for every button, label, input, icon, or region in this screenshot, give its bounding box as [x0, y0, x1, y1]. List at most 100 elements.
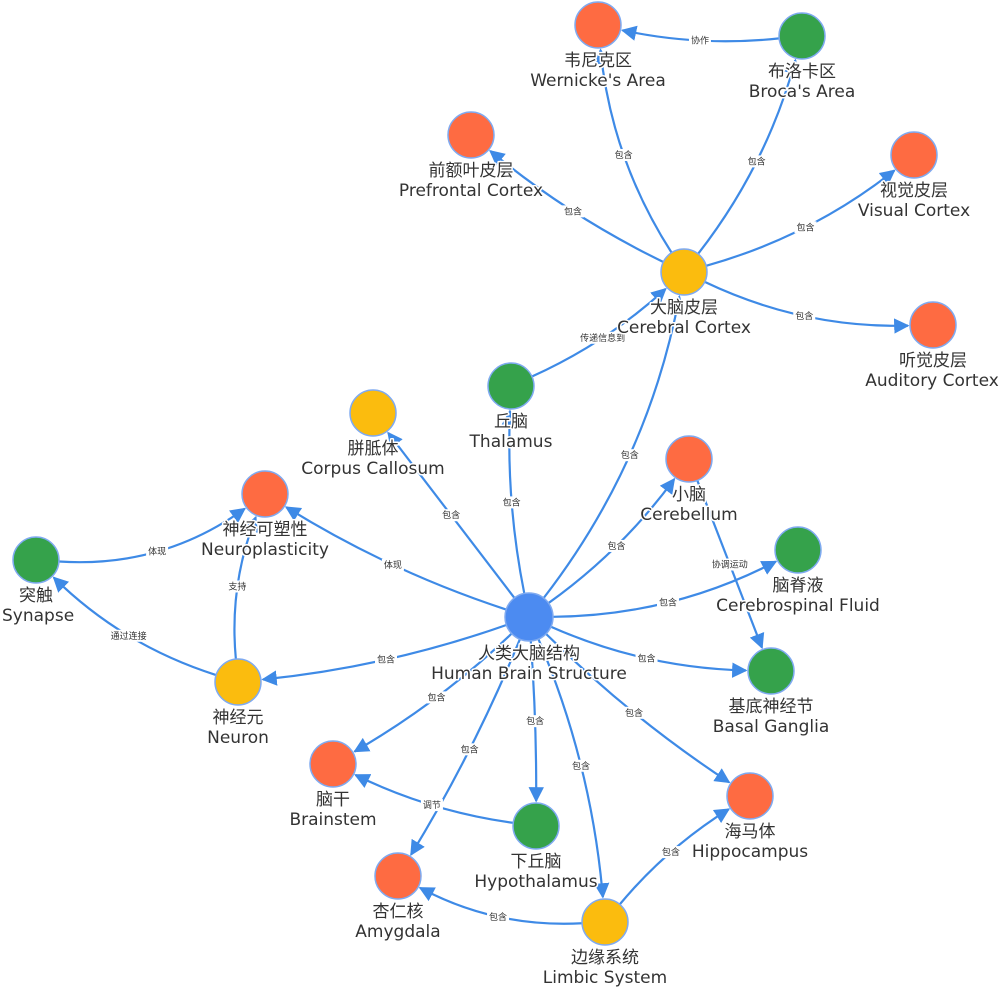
node-label-en: Limbic System [543, 968, 667, 988]
node-circle-hippocampus[interactable] [726, 772, 774, 820]
edge-label-text: 包含 [795, 310, 813, 322]
node-label-en: Broca's Area [749, 82, 856, 102]
edge-label-background [659, 846, 682, 859]
edge-label-text: 传递信息到 [580, 332, 625, 344]
node-label-en: Corpus Callosum [301, 459, 444, 479]
edge-label-root-to-basal: 包含 [635, 652, 658, 665]
node-circle-thalamus[interactable] [487, 362, 535, 410]
node-label-zh: 韦尼克区 [564, 51, 632, 71]
edge-label-text: 体现 [148, 546, 166, 558]
node-label-zh: 丘脑 [494, 412, 528, 432]
node-label-zh: 脑脊液 [773, 576, 824, 596]
node-circle-amygdala[interactable] [374, 852, 422, 900]
edge-label-root-to-cerebellum: 包含 [605, 539, 628, 552]
node-label-zh: 前额叶皮层 [429, 161, 514, 181]
edge-label-background [381, 558, 404, 571]
edge-label-root-to-csf: 包含 [656, 596, 679, 609]
node-label-zh: 人类大脑结构 [478, 644, 580, 664]
edge-label-text: 包含 [427, 691, 445, 703]
node-label-zh: 听觉皮层 [899, 351, 967, 371]
node-label-en: Auditory Cortex [865, 371, 999, 391]
edge-label-text: 包含 [615, 149, 633, 161]
node-label-zh: 布洛卡区 [768, 62, 836, 82]
edge-label-background [487, 910, 510, 923]
node-label-en: Brainstem [289, 810, 376, 830]
node-circle-broca[interactable] [778, 12, 826, 60]
edge-label-cerebellum-to-basal: 协调运动 [709, 558, 750, 571]
node-circle-csf[interactable] [774, 526, 822, 574]
edge-label-root-to-thalamus: 包含 [500, 496, 523, 509]
edge-label-background [605, 539, 628, 552]
edge-label-thalamus-to-cortex: 传递信息到 [578, 331, 628, 344]
node-circle-prefrontal[interactable] [447, 111, 495, 159]
edge-label-text: 支持 [228, 580, 246, 592]
node-label-zh: 下丘脑 [511, 852, 562, 872]
node-label-en: Neuroplasticity [201, 540, 329, 560]
node-circle-corpus[interactable] [349, 389, 397, 437]
node-label-en: Synapse [2, 606, 74, 626]
edge-label-background [375, 653, 398, 666]
edge-label-text: 包含 [503, 496, 521, 508]
node-circle-auditory[interactable] [909, 301, 957, 349]
edge-label-background [420, 799, 443, 812]
edge-label-limbic-to-hippocampus: 包含 [659, 846, 682, 859]
edge-label-root-to-amygdala: 包含 [458, 743, 481, 756]
edge-label-background [656, 596, 679, 609]
edge-neuron-to-synapse[interactable] [52, 576, 217, 677]
node-circle-cortex[interactable] [660, 248, 708, 296]
edge-label-text: 通过连接 [111, 630, 147, 642]
edge-label-text: 包含 [564, 205, 582, 217]
edge-label-background [793, 310, 816, 323]
edge-label-background [562, 205, 585, 218]
edge-label-cortex-to-wernicke: 包含 [612, 149, 635, 162]
node-circle-cerebellum[interactable] [665, 435, 713, 483]
node-circle-basal[interactable] [747, 647, 795, 695]
edge-label-background [578, 331, 628, 344]
node-circle-wernicke[interactable] [574, 1, 622, 49]
node-circle-plasticity[interactable] [241, 470, 289, 518]
node-label-zh: 神经可塑性 [223, 520, 308, 540]
edge-label-root-to-corpus: 包含 [440, 509, 463, 522]
node-label-en: Hippocampus [692, 842, 808, 862]
node-circle-neuron[interactable] [214, 658, 262, 706]
node-circle-synapse[interactable] [12, 536, 60, 584]
node-circle-root[interactable] [504, 592, 554, 642]
node-circle-limbic[interactable] [581, 898, 629, 946]
edge-label-root-to-plasticity: 体现 [381, 558, 404, 571]
edge-label-text: 包含 [489, 911, 507, 923]
node-label-zh: 脑干 [316, 790, 350, 810]
edge-label-limbic-to-amygdala: 包含 [487, 910, 510, 923]
node-label-zh: 视觉皮层 [880, 181, 948, 201]
node-circle-hypothalamus[interactable] [512, 802, 560, 850]
edge-label-background [108, 629, 149, 642]
node-circle-brainstem[interactable] [309, 740, 357, 788]
node-label-en: Amygdala [355, 922, 440, 942]
node-label-zh: 边缘系统 [571, 948, 639, 968]
edge-label-background [425, 691, 448, 704]
node-circle-visual[interactable] [890, 131, 938, 179]
node-label-en: Basal Ganglia [713, 717, 830, 737]
edge-label-background [500, 496, 523, 509]
